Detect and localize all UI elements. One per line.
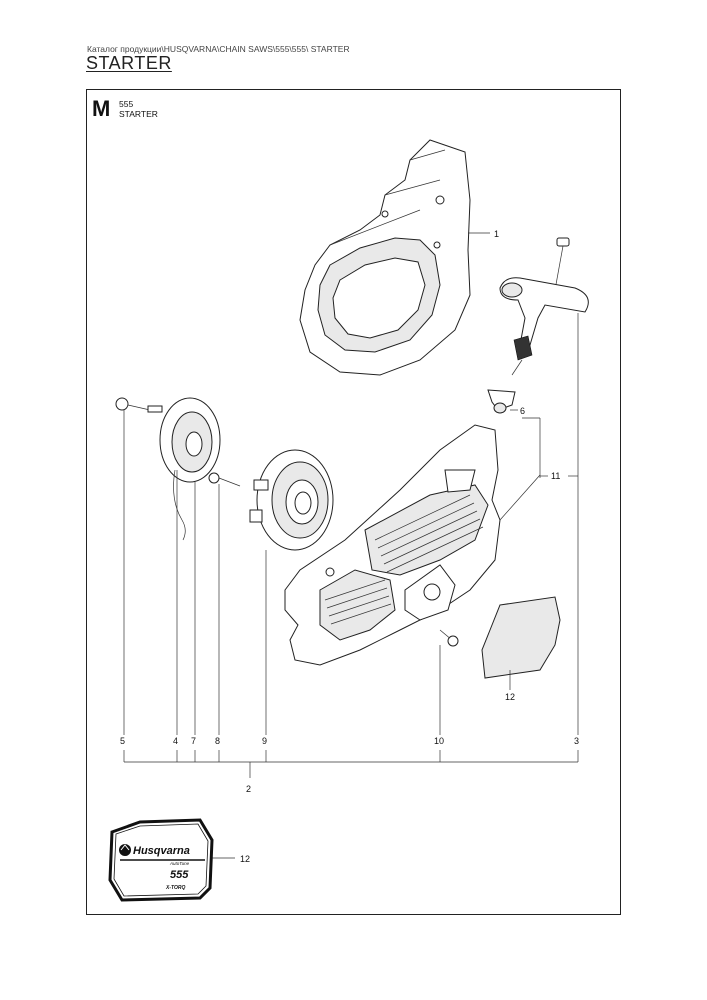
callout-1[interactable]: 1 (494, 229, 499, 239)
diagram-frame (86, 89, 621, 915)
decal-feature: AutoTune (169, 861, 190, 866)
husqvarna-crown-icon (119, 844, 131, 856)
section-name: STARTER (119, 109, 158, 119)
part-8-screw[interactable] (208, 472, 241, 487)
section-model: 555 (119, 99, 134, 109)
part-2-housing[interactable] (284, 424, 501, 666)
callout-12-decal[interactable]: 12 (240, 854, 250, 864)
callout-5[interactable]: 5 (120, 736, 125, 746)
part-9-spring-cassette[interactable] (249, 449, 334, 551)
decal-model: 555 (170, 869, 189, 881)
section-letter: M (92, 96, 111, 121)
part-6-bushing[interactable] (487, 389, 516, 414)
callout-2[interactable]: 2 (246, 784, 251, 794)
callout-3[interactable]: 3 (574, 736, 579, 746)
part-1-cover[interactable] (299, 139, 471, 376)
callout-4[interactable]: 4 (173, 736, 178, 746)
part-10-screw[interactable] (439, 629, 459, 647)
decal-badge: X-TORQ (165, 885, 185, 891)
callout-11[interactable]: 11 (551, 471, 560, 481)
callout-8[interactable]: 8 (215, 736, 220, 746)
decal-drawing[interactable]: Husqvarna AutoTune 555 X-TORQ (108, 818, 214, 902)
callout-10[interactable]: 10 (434, 736, 444, 746)
callout-6[interactable]: 6 (520, 406, 525, 416)
part-12-decal[interactable] (481, 596, 561, 679)
part-4-pulley[interactable] (159, 397, 221, 541)
leader-lines (123, 232, 579, 859)
decal-brand: Husqvarna (133, 845, 190, 857)
part-5-screw[interactable] (115, 397, 163, 413)
part-3-handle[interactable] (499, 237, 589, 376)
callout-7[interactable]: 7 (191, 736, 196, 746)
callout-9[interactable]: 9 (262, 736, 267, 746)
page-title: STARTER (86, 53, 172, 73)
breadcrumb[interactable]: Каталог продукции\HUSQVARNA\CHAIN SAWS\5… (87, 44, 350, 54)
callout-12-page[interactable]: 12 (505, 692, 515, 702)
